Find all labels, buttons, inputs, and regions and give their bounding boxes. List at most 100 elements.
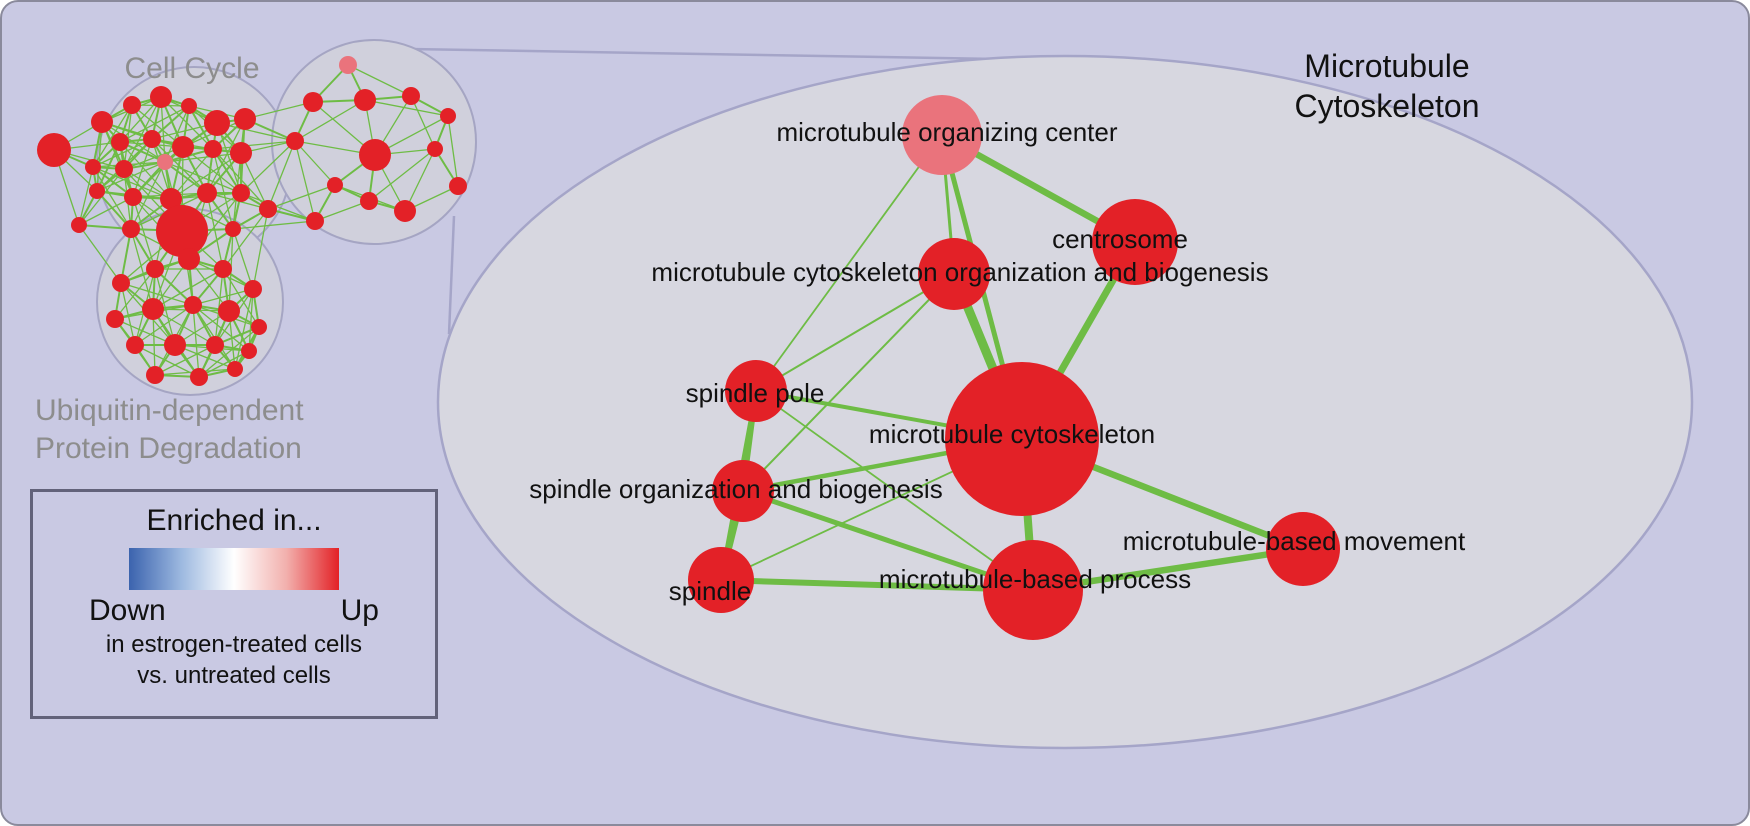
overview-node[interactable]: [123, 96, 141, 114]
overview-node[interactable]: [251, 319, 267, 335]
overview-node[interactable]: [449, 177, 467, 195]
overview-edge: [198, 350, 250, 378]
overview-node[interactable]: [85, 159, 101, 175]
overview-edge: [92, 104, 133, 168]
overview-node[interactable]: [241, 343, 257, 359]
overview-node[interactable]: [112, 274, 130, 292]
node-mbp[interactable]: [983, 540, 1083, 640]
overview-edge: [192, 288, 254, 306]
overview-edge: [248, 288, 254, 352]
overview-node[interactable]: [339, 56, 357, 74]
overview-edge: [123, 96, 162, 170]
node-moc[interactable]: [902, 95, 982, 175]
node-sp[interactable]: [725, 360, 787, 422]
overview-edge: [134, 304, 194, 346]
overview-edge: [240, 192, 316, 222]
overview-node[interactable]: [204, 110, 230, 136]
overview-node[interactable]: [160, 188, 182, 210]
overview-edge: [212, 148, 234, 230]
node-label-moc: microtubule organizing center: [776, 117, 1117, 147]
overview-edge: [222, 208, 269, 270]
overview-node[interactable]: [146, 260, 164, 278]
overview-node[interactable]: [286, 132, 304, 150]
overview-node[interactable]: [91, 111, 113, 133]
overview-edge: [114, 268, 156, 320]
overview-edge: [294, 140, 316, 222]
overview-node[interactable]: [142, 298, 164, 320]
edge-sob-mbp: [740, 488, 1036, 593]
overview-edge: [206, 192, 224, 270]
overview-node[interactable]: [197, 183, 217, 203]
overview-node[interactable]: [37, 133, 71, 167]
node-cen[interactable]: [1092, 199, 1178, 285]
overview-node[interactable]: [214, 260, 232, 278]
overview-node[interactable]: [230, 142, 252, 164]
overview-node[interactable]: [146, 366, 164, 384]
overview-node[interactable]: [440, 108, 456, 124]
overview-node[interactable]: [156, 205, 208, 257]
overview-edge: [78, 166, 94, 226]
overview-edge: [244, 101, 314, 120]
overview-node[interactable]: [106, 310, 124, 328]
overview-node[interactable]: [360, 192, 378, 210]
node-label-mbp: microtubule-based process: [879, 564, 1191, 594]
overview-node[interactable]: [126, 336, 144, 354]
overview-node[interactable]: [150, 86, 172, 108]
node-mc[interactable]: [945, 362, 1099, 516]
overview-node[interactable]: [115, 160, 133, 178]
overview-edge: [123, 104, 133, 170]
node-label-sob: spindle organization and biogenesis: [529, 474, 942, 504]
overview-node[interactable]: [359, 139, 391, 171]
overview-node[interactable]: [402, 87, 420, 105]
overview-node[interactable]: [354, 89, 376, 111]
edge-sp-mbp: [755, 390, 1034, 591]
node-label-mcob: microtubule cytoskeleton organization an…: [651, 257, 1268, 287]
overview-edge: [222, 268, 260, 328]
overview-edge: [92, 166, 172, 200]
overview-edge: [134, 344, 200, 378]
overview-node[interactable]: [218, 300, 240, 322]
overview-edge: [170, 152, 242, 200]
overview-node[interactable]: [259, 200, 277, 218]
overview-edge: [152, 308, 156, 376]
overview-edge: [404, 148, 436, 212]
overview-edge: [294, 140, 336, 186]
overview-node[interactable]: [89, 183, 105, 199]
overview-node[interactable]: [164, 334, 186, 356]
overview-node[interactable]: [204, 140, 222, 158]
overview-node[interactable]: [181, 98, 197, 114]
overview-node[interactable]: [157, 154, 173, 170]
overview-node[interactable]: [190, 368, 208, 386]
overview-node[interactable]: [184, 296, 202, 314]
overview-node[interactable]: [394, 200, 416, 222]
overview-node[interactable]: [303, 92, 323, 112]
overview-node[interactable]: [327, 177, 343, 193]
overview-edge: [447, 115, 459, 187]
overview-node[interactable]: [227, 361, 243, 377]
overview-node[interactable]: [206, 336, 224, 354]
overview-node[interactable]: [122, 220, 140, 238]
overview-node[interactable]: [124, 188, 142, 206]
overview-node[interactable]: [172, 136, 194, 158]
overview-edge: [164, 152, 242, 163]
overview-node[interactable]: [427, 141, 443, 157]
overview-node[interactable]: [178, 248, 200, 270]
overview-node[interactable]: [306, 212, 324, 230]
edge-mcob-sp: [755, 273, 955, 392]
overview-edge: [120, 228, 132, 284]
overview-node[interactable]: [143, 130, 161, 148]
overview-node[interactable]: [71, 217, 87, 233]
overview-node[interactable]: [234, 108, 256, 130]
node-label-sp: spindle pole: [686, 378, 825, 408]
node-spn[interactable]: [688, 547, 754, 613]
node-mcob[interactable]: [918, 238, 990, 310]
overview-edge: [232, 228, 254, 290]
node-mbm[interactable]: [1266, 512, 1340, 586]
edge-spn-mbp: [718, 577, 1036, 593]
overview-edge: [78, 196, 134, 226]
overview-node[interactable]: [111, 133, 129, 151]
overview-node[interactable]: [225, 221, 241, 237]
overview-node[interactable]: [232, 184, 250, 202]
overview-node[interactable]: [244, 280, 262, 298]
node-sob[interactable]: [712, 460, 774, 522]
